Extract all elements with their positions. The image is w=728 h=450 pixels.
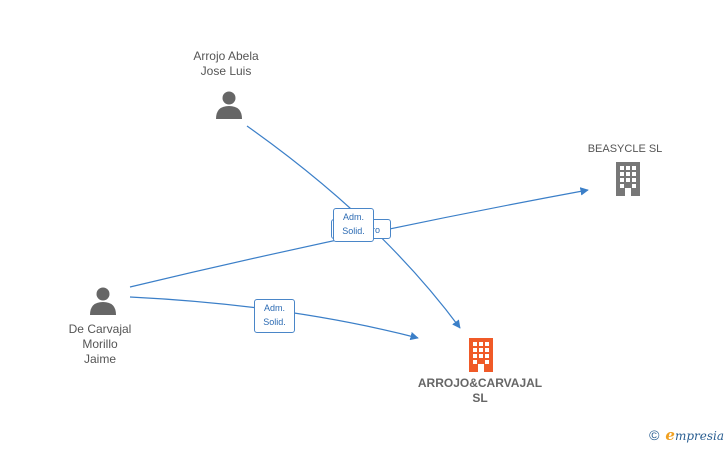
node-name-line: Arrojo Abela <box>193 49 259 63</box>
node-name-line: SL <box>472 391 488 405</box>
edge-label-arrojo-abela-arrojo-carvajal[interactable]: Adm. Solid. <box>333 208 374 242</box>
node-name-line: De Carvajal <box>68 322 132 336</box>
copyright-symbol: © <box>649 427 660 443</box>
node-label-arrojo-carvajal[interactable]: ARROJO&CARVAJAL SL <box>405 376 555 406</box>
edge-label-line: Solid. <box>263 317 286 327</box>
building-icon[interactable] <box>465 336 497 372</box>
edge-label-de-carvajal-arrojo-carvajal[interactable]: Adm. Solid. <box>254 299 295 333</box>
brand-rest: mpresia <box>674 429 724 443</box>
node-name-line: Jaime <box>83 352 116 366</box>
brand-logo: empresia <box>665 426 724 444</box>
brand-initial: e <box>665 426 675 444</box>
empresia-watermark[interactable]: © empresia <box>649 426 724 444</box>
node-label-beasycle[interactable]: BEASYCLE SL <box>575 142 675 157</box>
edge-label-text: ro <box>371 225 380 235</box>
node-name-line: ARROJO&CARVAJAL <box>417 376 543 390</box>
edge-label-line: Solid. <box>342 226 365 236</box>
person-icon[interactable] <box>214 90 244 120</box>
node-name-line: BEASYCLE SL <box>587 143 663 155</box>
node-label-arrojo-abela[interactable]: Arrojo Abela Jose Luis <box>176 49 276 79</box>
node-name-line: Jose Luis <box>200 64 252 78</box>
node-label-de-carvajal[interactable]: De Carvajal Morillo Jaime <box>50 322 150 367</box>
edge-label-line: Adm. <box>342 212 364 222</box>
node-name-line: Morillo <box>82 337 118 351</box>
person-icon[interactable] <box>88 286 118 316</box>
edge-label-line: Adm. <box>263 303 285 313</box>
building-icon[interactable] <box>612 160 644 196</box>
